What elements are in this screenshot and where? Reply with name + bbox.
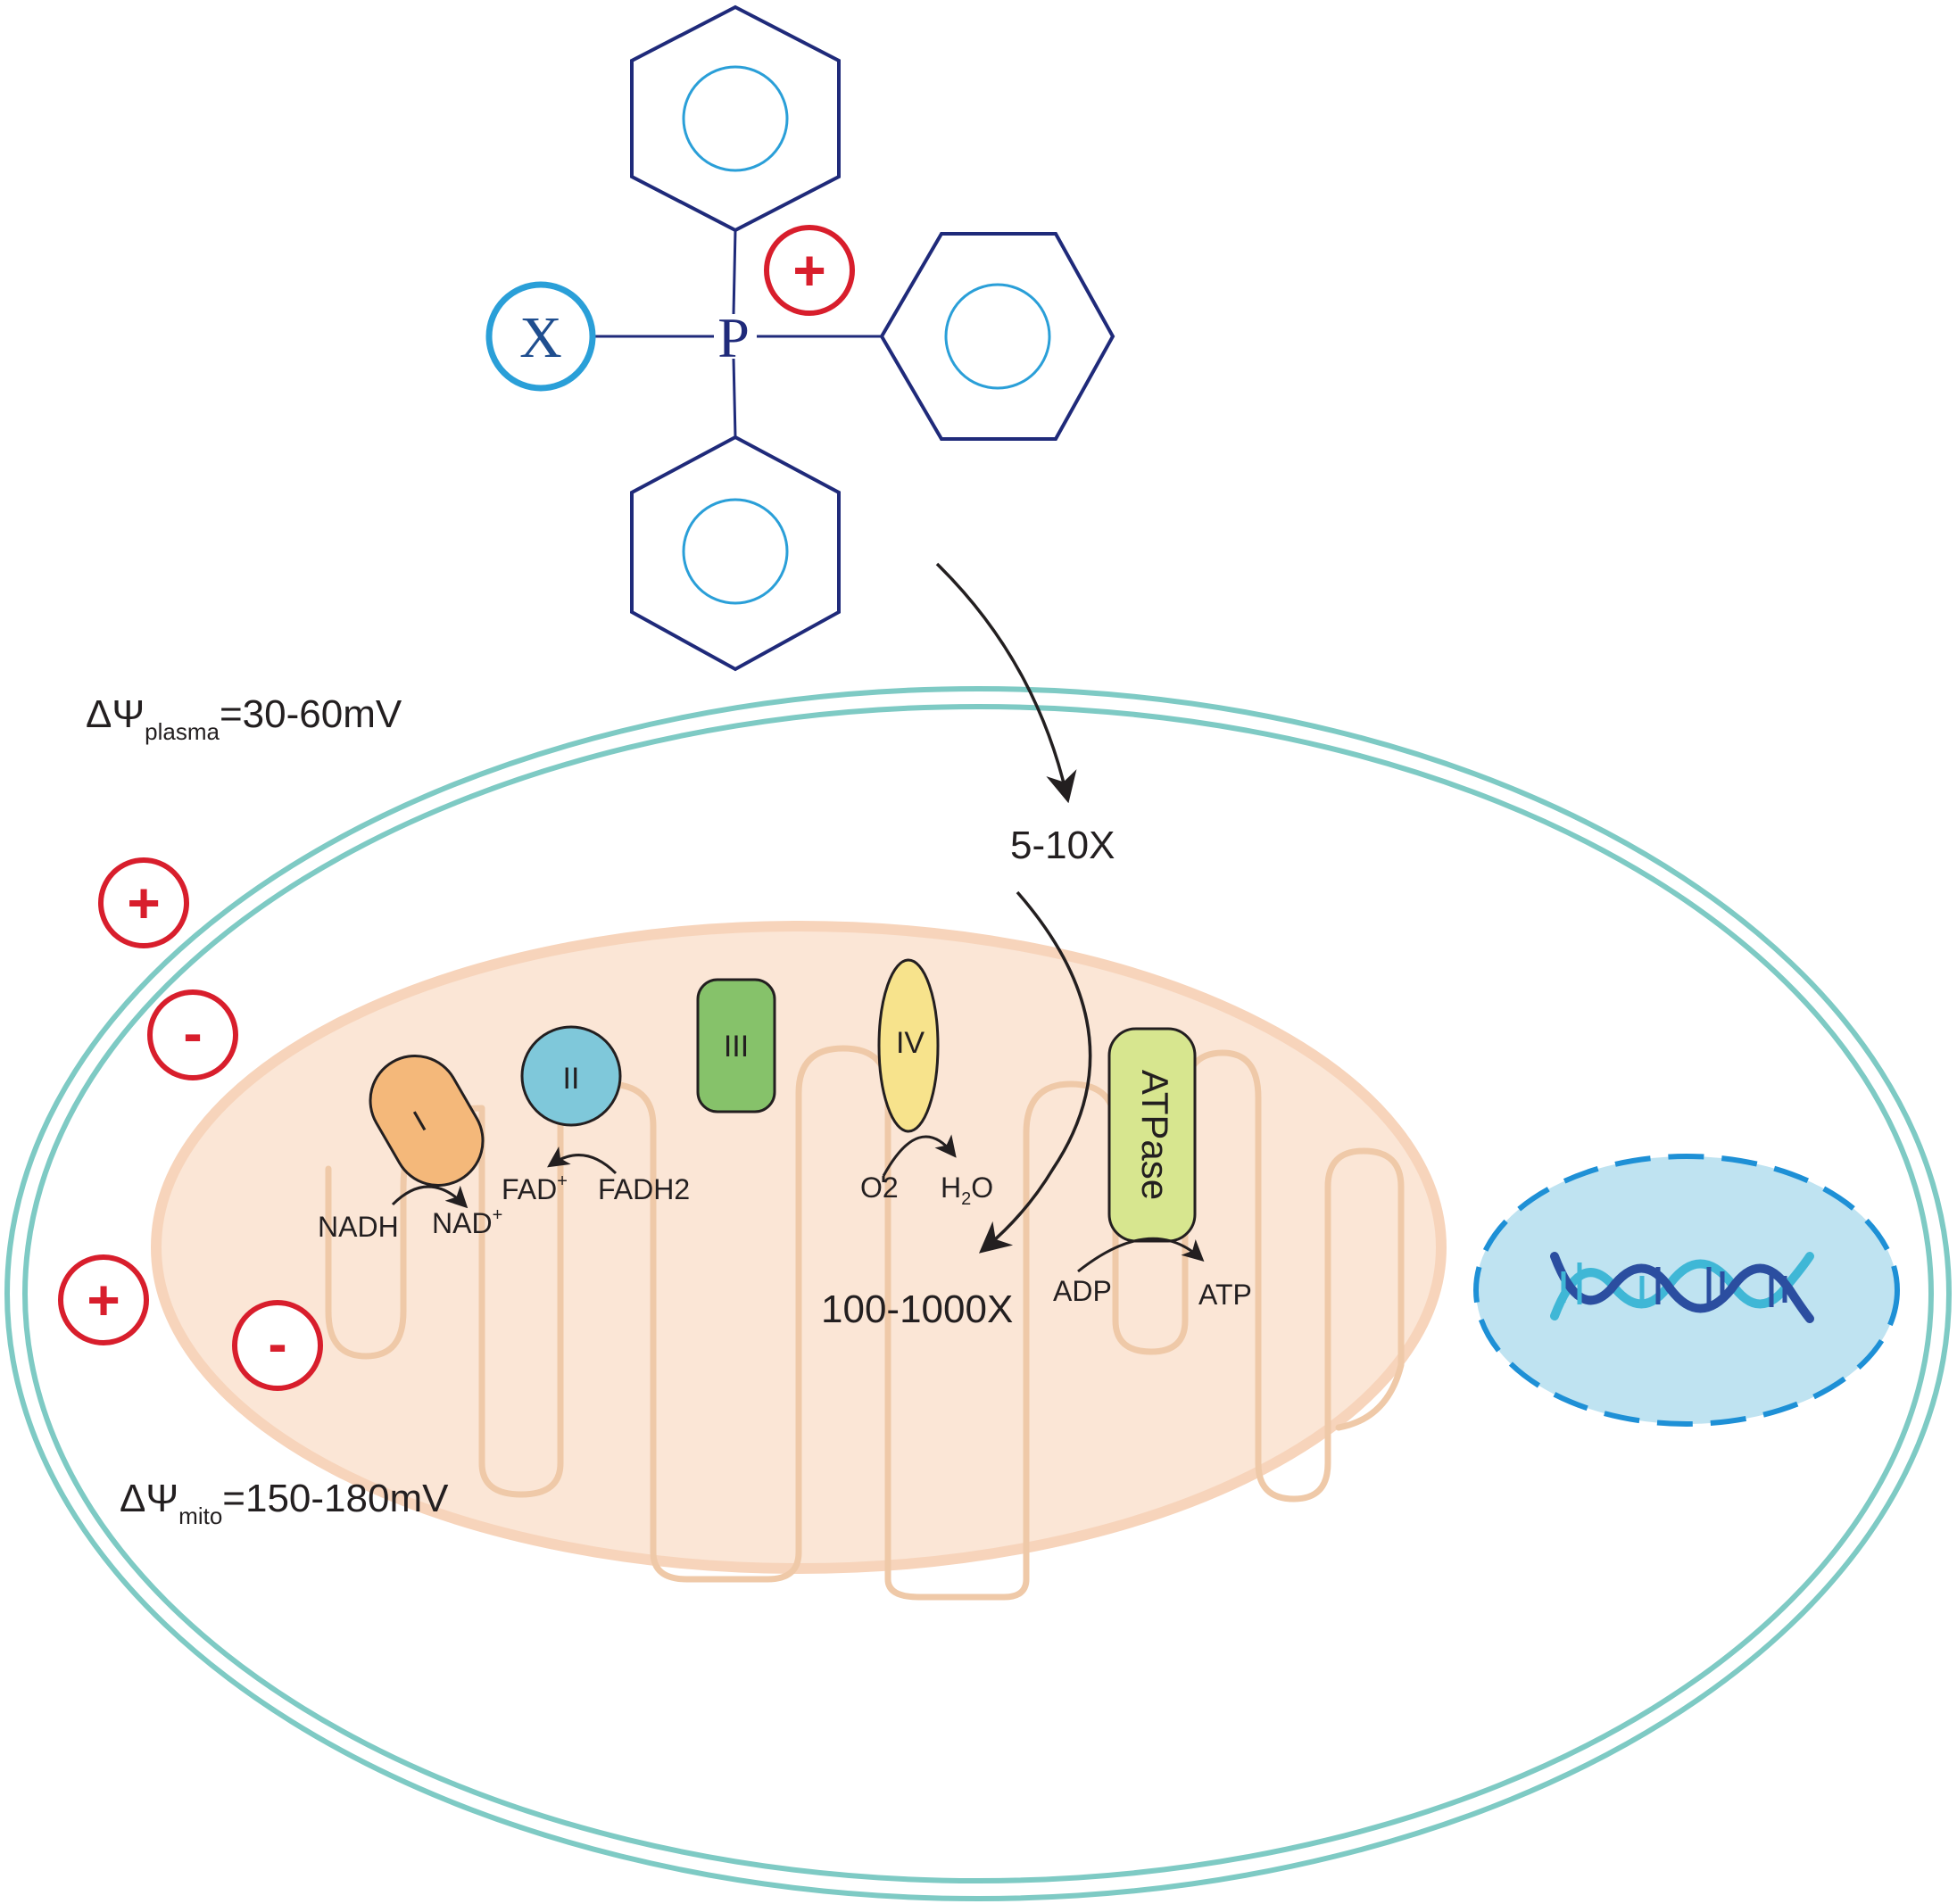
charge-minus-label: - bbox=[183, 1001, 202, 1065]
arrow-icon bbox=[391, 1185, 469, 1209]
mito-potential-label: ΔΨmito=150-180mV bbox=[120, 1477, 449, 1529]
arrow-icon bbox=[935, 562, 1077, 804]
arrow-icon bbox=[1077, 1237, 1205, 1273]
adp-label: ADP bbox=[1053, 1275, 1112, 1307]
reaction-arrows bbox=[391, 1134, 1205, 1273]
complex-1: I bbox=[369, 1054, 485, 1188]
fad-label: FAD+ bbox=[502, 1171, 568, 1205]
complex-4-label: IV bbox=[896, 1026, 925, 1060]
phenyl-ring-bottom bbox=[630, 435, 841, 672]
charge-minus-label: - bbox=[268, 1312, 286, 1376]
charge-minus-icon: - bbox=[147, 989, 238, 1080]
phosphorus-label: P bbox=[717, 306, 750, 369]
cristae-fold bbox=[325, 1045, 1405, 1601]
molecule-charge-label: + bbox=[792, 238, 825, 302]
charge-minus-icon: - bbox=[232, 1300, 323, 1391]
tpp-molecule: P X + bbox=[485, 4, 1115, 672]
complex-3-label: III bbox=[724, 1030, 749, 1064]
dna-helix-icon bbox=[1550, 1252, 1814, 1323]
fadh2-label: FADH2 bbox=[598, 1173, 690, 1205]
substituent-x-label: X bbox=[519, 305, 562, 370]
arrow-icon bbox=[547, 1146, 618, 1175]
complex-3: III bbox=[696, 978, 776, 1113]
complex-2: II bbox=[520, 1025, 622, 1127]
plasma-potential-label: ΔΨplasma=30-60mV bbox=[86, 692, 402, 745]
charge-plus-icon: + bbox=[764, 225, 855, 316]
atp-label: ATP bbox=[1198, 1279, 1252, 1311]
complex-2-label: II bbox=[563, 1062, 580, 1096]
nad-label: NAD+ bbox=[432, 1205, 502, 1239]
cytosol-accumulation-label: 5-10X bbox=[1010, 824, 1115, 867]
charge-plus-icon: + bbox=[58, 1254, 149, 1345]
h2o-label: H2O bbox=[941, 1171, 993, 1209]
phenyl-ring-right bbox=[879, 232, 1115, 441]
charge-plus-icon: + bbox=[98, 857, 189, 948]
charge-plus-label: + bbox=[87, 1268, 120, 1332]
phenyl-ring-top bbox=[630, 4, 841, 233]
substituent-x: X bbox=[485, 281, 596, 392]
arrow-icon bbox=[882, 1134, 957, 1177]
o2-label: O2 bbox=[860, 1171, 899, 1204]
uptake-arrows bbox=[935, 562, 1092, 1254]
complex-4: IV bbox=[877, 958, 940, 1133]
atpase-label: ATPase bbox=[1134, 1070, 1176, 1200]
nadh-label: NADH bbox=[318, 1211, 399, 1243]
atp-synthase: ATPase bbox=[1107, 1027, 1197, 1243]
nucleus bbox=[1473, 1154, 1900, 1427]
cell-membrane bbox=[4, 686, 1952, 1901]
arrow-icon bbox=[978, 890, 1092, 1254]
reaction-labels: NADH NAD+ FAD+ FADH2 O2 H2O ADP ATP bbox=[318, 1171, 1252, 1311]
mito-accumulation-label: 100-1000X bbox=[821, 1287, 1013, 1331]
charge-plus-label: + bbox=[127, 871, 160, 935]
